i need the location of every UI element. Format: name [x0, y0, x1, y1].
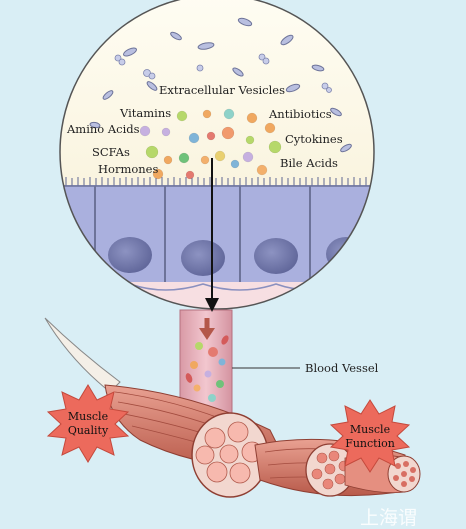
metabolite-dot	[139, 125, 151, 137]
muscle-function-label-line2: Function	[345, 437, 395, 450]
bacterium-icon	[170, 31, 182, 41]
hormones-label: Hormones	[98, 162, 158, 176]
bacterium-icon	[285, 83, 301, 93]
vesicle-icon	[196, 64, 204, 72]
metabolite-dot	[176, 110, 188, 122]
cell-nucleus	[254, 238, 298, 274]
metabolite-dot	[161, 127, 171, 137]
metabolite-dot	[214, 150, 226, 162]
bacterium-icon	[232, 67, 244, 77]
bile-acids-label: Bile Acids	[280, 156, 338, 170]
metabolite-dot	[268, 140, 282, 154]
fibers-in-fascicle	[311, 450, 350, 490]
bacterium-icon	[330, 107, 342, 117]
metabolite-dot	[256, 164, 268, 176]
vesicle-icon	[321, 82, 329, 90]
metabolite-dot	[223, 108, 235, 120]
metabolite-dot	[200, 155, 210, 165]
muscle-function-label-line1: Muscle	[350, 423, 390, 436]
metabolite-dot	[202, 109, 212, 119]
vesicle-icon	[258, 53, 266, 61]
bacterium-icon	[197, 42, 215, 50]
metabolite-dot	[185, 170, 195, 180]
amino-acids-label: Amino Acids	[66, 122, 140, 136]
vessel-flow-arrow-head	[199, 328, 215, 340]
vesicle-clusters	[114, 53, 332, 93]
antibiotics-label: Antibiotics	[268, 107, 332, 121]
microvilli	[60, 177, 374, 186]
cell-borders	[94, 186, 311, 290]
cytokines-label: Cytokines	[285, 132, 343, 146]
starburst-shape	[46, 384, 130, 463]
bacterium-icon	[340, 143, 352, 153]
bacteria-group	[89, 17, 352, 153]
metabolite-dot	[264, 122, 276, 134]
cell-nucleus	[181, 240, 225, 276]
bacterium-icon	[123, 47, 137, 57]
metabolite-dot	[206, 131, 216, 141]
metabolite-dot	[242, 151, 254, 163]
vesicle-icon	[118, 58, 126, 66]
starburst-shape	[329, 399, 411, 473]
bacterium-icon	[89, 121, 101, 129]
magnifier-outline	[59, 0, 375, 310]
metabolite-dot	[163, 155, 173, 165]
muscle-function-badge: Muscle Function	[329, 399, 411, 473]
bacterium-icon	[146, 81, 158, 91]
fascicles	[195, 421, 263, 484]
myofibrils	[393, 461, 416, 487]
metabolite-dot	[145, 145, 159, 159]
bacterium-icon	[311, 64, 325, 72]
cell-nucleus	[108, 237, 152, 273]
metabolite-dots	[139, 108, 282, 180]
vitamins-label: Vitamins	[119, 106, 171, 120]
metabolite-dot	[178, 152, 190, 164]
vesicle-icon	[262, 57, 270, 65]
vesicle-icon	[114, 54, 122, 62]
extracellular-vesicles-label: Extracellular Vesicles	[159, 83, 285, 97]
bacterium-icon	[237, 17, 253, 27]
metabolite-dot	[152, 168, 164, 180]
vesicle-icon	[148, 72, 156, 80]
bacterium-icon	[280, 34, 294, 46]
metabolite-dot	[221, 126, 235, 140]
blood-vessel-label: Blood Vessel	[305, 361, 379, 375]
metabolite-dot	[245, 135, 255, 145]
skeletal-muscle	[44, 317, 421, 498]
muscle-quality-label-line2: Quality	[68, 424, 109, 437]
metabolite-dot	[230, 159, 240, 169]
absorption-arrow	[205, 158, 219, 312]
metabolite-dot	[246, 112, 258, 124]
bacterium-icon	[102, 90, 114, 100]
watermark-text: 上海谓	[360, 507, 417, 529]
absorption-arrow-head	[205, 298, 219, 312]
vesicle-icon	[326, 87, 332, 93]
scfas-label: SCFAs	[92, 145, 130, 159]
muscle-quality-label-line1: Muscle	[68, 410, 108, 423]
circle-labels: Extracellular Vesicles Vitamins Antibiot…	[66, 83, 343, 176]
muscle-quality-badge: Muscle Quality	[46, 384, 130, 463]
metabolite-dot	[188, 132, 200, 144]
